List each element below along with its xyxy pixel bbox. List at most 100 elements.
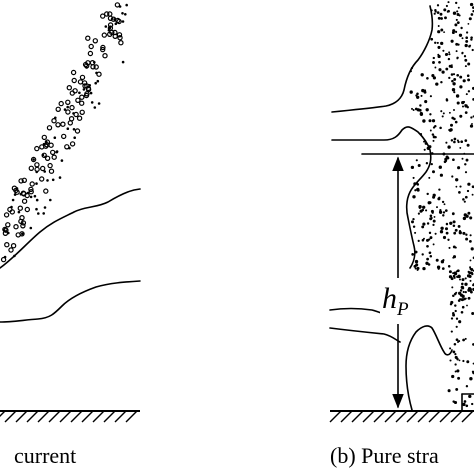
particle-dot — [458, 291, 462, 295]
particle-dot — [455, 18, 458, 21]
particle-dot — [467, 182, 471, 186]
particle-dot — [457, 6, 460, 9]
particle-dot — [467, 297, 471, 300]
particle-dot — [422, 222, 426, 226]
particle-dot — [416, 108, 421, 112]
hatch-stroke — [428, 410, 441, 423]
particle-dot — [439, 12, 443, 16]
particle-dot — [461, 157, 464, 160]
particle-dot — [455, 325, 458, 328]
particle-dot — [118, 5, 122, 8]
particle-dot — [453, 91, 456, 94]
particle-dot — [467, 78, 471, 82]
particle-dot — [46, 179, 49, 182]
particle-dot — [438, 210, 443, 214]
particle-dot — [449, 302, 453, 306]
particle-dot — [465, 31, 469, 34]
particle-dot — [430, 162, 433, 166]
particle-dot — [459, 289, 463, 292]
particle-dot — [422, 266, 426, 271]
particle-circle — [77, 79, 84, 85]
hatch-stroke — [81, 410, 94, 423]
particle-dot — [437, 25, 440, 27]
particle-dot — [441, 115, 444, 118]
particle-dot — [445, 98, 449, 102]
particle-dot — [428, 231, 432, 235]
hatch-stroke — [70, 410, 83, 423]
particle-dot — [452, 11, 457, 15]
particle-dot — [432, 195, 436, 199]
particle-dot — [455, 338, 459, 342]
particle-circle — [41, 134, 48, 141]
particle-circle — [18, 178, 24, 184]
particle-dot — [449, 221, 453, 225]
particle-dot — [442, 259, 445, 262]
particle-dot — [421, 225, 425, 229]
particle-dot — [464, 171, 468, 174]
particle-dot — [459, 278, 461, 281]
particle-dot — [456, 358, 459, 361]
left-interface-upper — [0, 188, 141, 269]
particle-dot — [437, 30, 441, 34]
particle-dot — [465, 385, 469, 388]
particle-dot — [35, 198, 39, 202]
particle-dot — [465, 93, 468, 96]
particle-dot — [463, 213, 467, 217]
particle-dot — [453, 343, 457, 346]
particle-dot — [458, 359, 461, 362]
particle-dot — [428, 176, 431, 179]
hatch-stroke — [114, 410, 127, 423]
particle-dot — [457, 224, 461, 228]
particle-dot — [451, 374, 455, 379]
particle-dot — [452, 158, 455, 162]
particle-circle — [51, 117, 57, 124]
particle-circle — [65, 109, 71, 115]
particle-dot — [436, 11, 440, 14]
particle-circle — [10, 242, 17, 249]
particle-dot — [454, 23, 458, 27]
particle-dot — [429, 214, 433, 218]
hatch-stroke — [103, 410, 116, 423]
particle-dot — [443, 31, 446, 34]
particle-dot — [455, 291, 458, 294]
particle-circle — [7, 206, 13, 213]
particle-dot — [434, 9, 437, 12]
particle-dot — [469, 234, 472, 237]
particle-dot — [454, 363, 457, 366]
particle-dot — [469, 44, 472, 47]
hatch-stroke — [59, 410, 72, 423]
particle-dot — [419, 209, 423, 213]
particle-dot — [447, 238, 450, 241]
particle-dot — [447, 1, 450, 4]
particle-dot — [463, 297, 466, 301]
particle-dot — [458, 229, 462, 233]
particle-dot — [412, 225, 416, 228]
particle-dot — [43, 170, 46, 173]
particle-dot — [433, 12, 436, 15]
particle-dot — [464, 58, 468, 62]
particle-dot — [41, 153, 45, 157]
particle-circle — [3, 212, 10, 218]
particle-circle — [106, 31, 113, 38]
particle-dot — [431, 119, 436, 123]
particle-dot — [428, 251, 432, 255]
particle-circle — [75, 97, 81, 104]
particle-dot — [422, 205, 426, 209]
particle-dot — [464, 277, 467, 280]
particle-circle — [100, 44, 106, 51]
particle-dot — [417, 163, 421, 168]
particle-circle — [67, 120, 74, 126]
particle-dot — [438, 196, 441, 199]
particle-dot — [469, 124, 474, 128]
particle-circle — [99, 13, 106, 19]
particle-dot — [66, 127, 70, 130]
particle-dot — [19, 192, 23, 196]
particle-dot — [458, 340, 461, 343]
particle-dot — [415, 263, 419, 267]
right-interface-top — [331, 5, 434, 113]
particle-dot — [432, 61, 435, 64]
particle-dot — [456, 56, 459, 59]
particle-dot — [417, 212, 420, 215]
particle-dot — [60, 159, 64, 162]
